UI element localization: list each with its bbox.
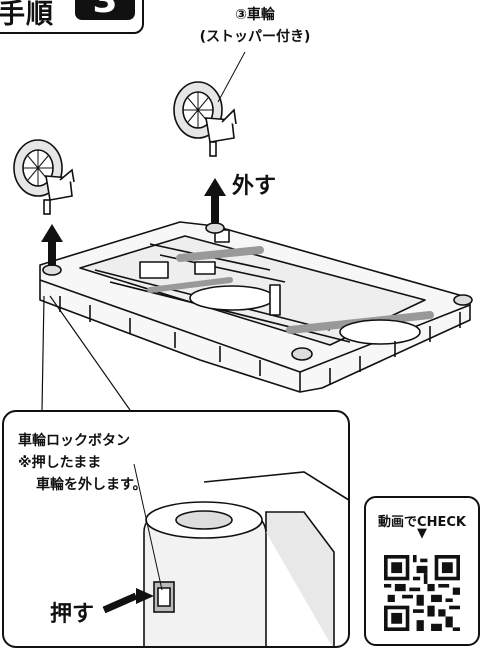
left-caster-wheel [13, 139, 75, 215]
socket-back-right [453, 294, 473, 306]
socket-front-left [42, 264, 62, 276]
lock-button-detail-illustration [102, 463, 348, 646]
remove-arrow-left [41, 224, 63, 266]
qr-code[interactable] [384, 555, 460, 631]
wheel-leader-line [217, 51, 246, 103]
lock-caption-line3: 車輪を外します。 [36, 477, 147, 493]
wheel-caption-line1: ③車輪 [235, 7, 275, 23]
remove-label: 外す [232, 174, 277, 199]
right-caster-wheel [173, 81, 237, 157]
step-label: 手順 [0, 0, 54, 30]
lock-caption-line1: 車輪ロックボタン [18, 433, 130, 449]
callout-detail-box [2, 410, 350, 648]
socket-front-right [291, 347, 313, 361]
qr-arrow-icon: ▼ [417, 526, 427, 541]
lock-caption-line2: ※押したまま [18, 455, 102, 471]
press-arrow [102, 588, 154, 614]
callout-pointer [41, 295, 131, 410]
qr-title: 動画でCHECK [378, 515, 466, 530]
socket-back-center [205, 222, 225, 234]
press-label: 押す [50, 602, 95, 627]
remove-arrow-right [204, 178, 226, 224]
wheel-caption: ③車輪 (ストッパー付き) [170, 4, 340, 48]
wheel-caption-line2: (ストッパー付き) [199, 29, 311, 45]
lock-button-caption: 車輪ロックボタン ※押したまま 車輪を外します。 [18, 430, 147, 496]
step-number: 3 [75, 0, 135, 20]
cart-illustration [13, 51, 473, 410]
